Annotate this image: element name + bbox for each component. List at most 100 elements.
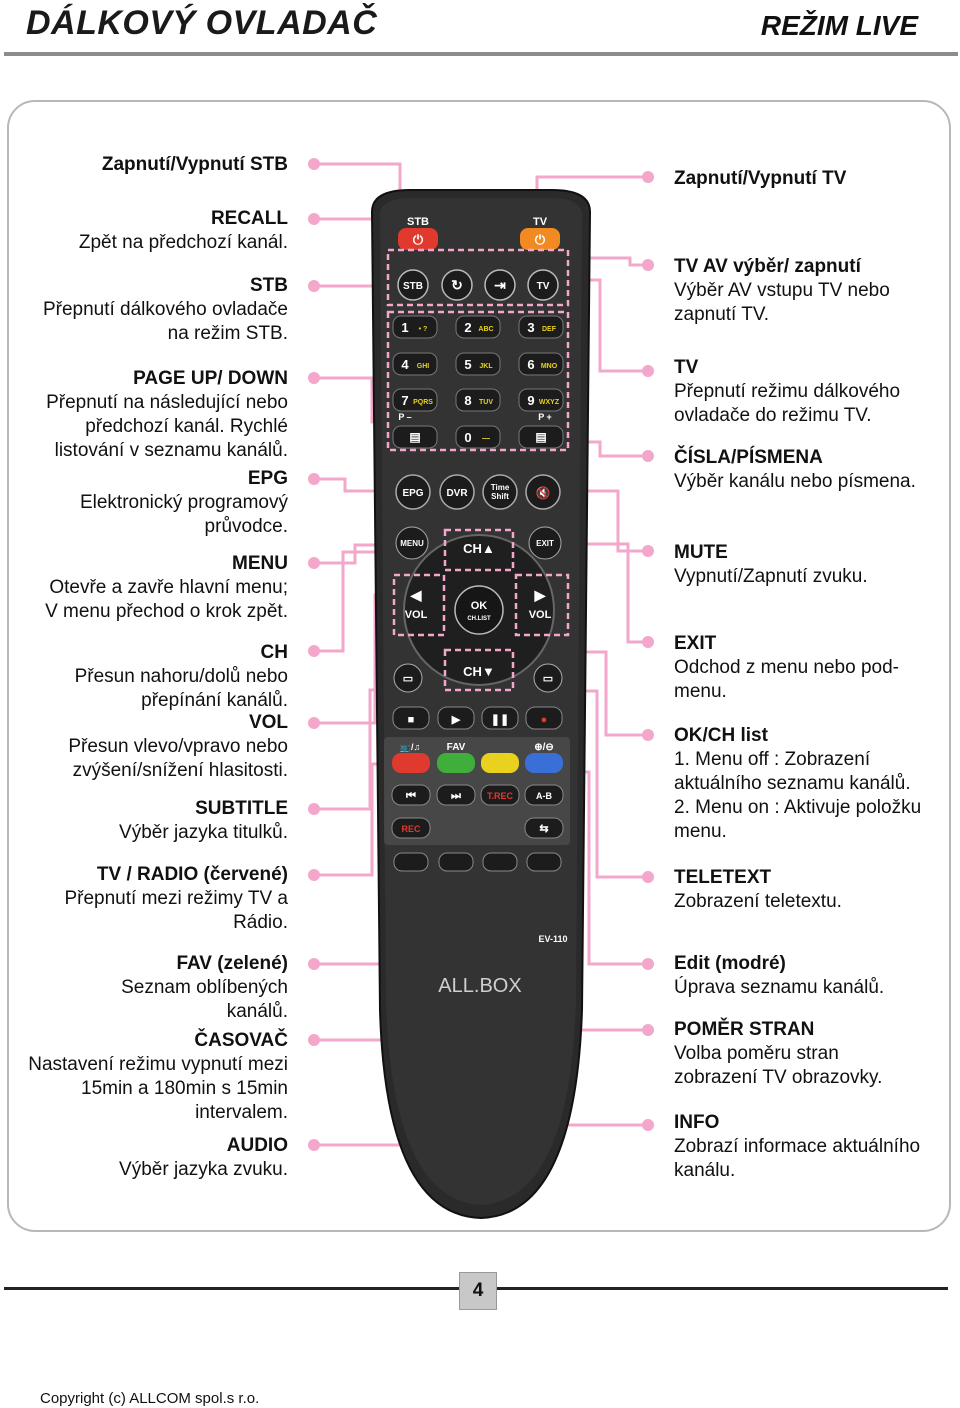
digit-label: 6 — [527, 357, 534, 372]
callout-description-line: menu. — [674, 821, 727, 842]
callout-description-line: Rádio. — [233, 912, 288, 933]
digit-button — [392, 315, 438, 339]
ch-up-highlight — [443, 528, 515, 572]
vol-right-icon: ▶ — [534, 587, 547, 603]
rec-button — [391, 817, 431, 839]
callout-heading: VOL — [248, 712, 288, 733]
digit-letters: MNO — [541, 363, 558, 370]
page-down-button — [392, 425, 438, 449]
callout-description-line: Seznam oblíbených — [121, 977, 288, 998]
callout-heading: RECALL — [210, 208, 288, 229]
digit-letters: WXYZ — [539, 399, 560, 406]
callout-heading: TV AV výběr/ zapnutí — [674, 256, 861, 277]
callout-description-line: zobrazení TV obrazovky. — [674, 1067, 883, 1088]
lower-button — [480, 784, 520, 806]
callout-description-line: 1. Menu off : Zobrazení — [674, 749, 871, 770]
right-connector-dot — [642, 450, 654, 462]
extra-button — [393, 852, 429, 872]
mode-row-highlight — [386, 248, 570, 307]
stb-power-label: STB — [407, 216, 429, 228]
exit-label: EXIT — [536, 539, 554, 548]
mode-button — [484, 269, 516, 301]
page-title: DÁLKOVÝ OVLADAČ — [26, 4, 378, 42]
model-label: EV-110 — [538, 934, 567, 944]
page-down-label: P – — [398, 412, 411, 422]
copyright-text: Copyright (c) ALLCOM spol.s r.o. — [40, 1390, 260, 1407]
callout-heading: INFO — [674, 1112, 720, 1133]
vol-left-highlight — [392, 573, 446, 637]
lower-panel — [384, 737, 570, 845]
tv-radio-button — [392, 753, 430, 773]
ab-label: A-B — [536, 791, 552, 801]
playback-button — [481, 706, 519, 730]
callout-description-line: Odchod z menu nebo pod- — [674, 657, 899, 678]
left-connector-line — [314, 477, 398, 493]
page-up-label: P + — [538, 412, 552, 422]
callout-description-line: Úprava seznamu kanálů. — [674, 977, 885, 998]
callout-description-line: Přepnutí dálkového ovladače — [42, 299, 288, 320]
right-connector-dot — [642, 729, 654, 741]
callout-description-line: listování v seznamu kanálů. — [54, 440, 288, 461]
left-connector-dot — [308, 372, 320, 384]
exit-button — [528, 526, 562, 560]
callout-description-line: Zobrazení teletextu. — [674, 891, 842, 912]
callout-description-line: Výběr kanálu nebo písmena. — [674, 471, 916, 492]
right-callout-1: Zapnutí/Vypnutí TV — [674, 167, 846, 191]
callout-heading: MENU — [232, 553, 288, 574]
timeshift-label: Time — [491, 483, 510, 492]
left-connector-dot — [308, 717, 320, 729]
record-icon: ● — [541, 714, 548, 726]
right-connector-dot — [642, 365, 654, 377]
callout-heading: TV — [674, 357, 699, 378]
header-rule — [4, 52, 958, 56]
callout-description-line: Přepnutí mezi režimy TV a — [64, 888, 288, 909]
stop-icon: ■ — [408, 714, 415, 726]
callout-description-line: zapnutí TV. — [674, 304, 770, 325]
digit-label: 7 — [401, 393, 408, 408]
brand-logo: ALL.BOX — [438, 975, 521, 997]
callout-heading: POMĚR STRAN — [674, 1019, 815, 1040]
content-frame — [7, 100, 951, 1232]
callout-description-line: kanálů. — [226, 1001, 288, 1022]
left-connector-dot — [308, 1034, 320, 1046]
ch-down-label: CH▼ — [463, 664, 495, 679]
digit-letters: TUV — [479, 399, 493, 406]
callout-heading: Edit (modré) — [674, 953, 786, 974]
callout-heading: Zapnutí/Vypnutí TV — [674, 168, 847, 189]
digit-letters: ABC — [478, 326, 493, 333]
page-up-button — [518, 425, 564, 449]
prev-icon: ⏮ — [406, 790, 416, 802]
vol-right-label: VOL — [529, 609, 552, 621]
tv-power-button — [520, 228, 560, 250]
callout-heading: FAV (zelené) — [176, 953, 288, 974]
digit-button — [518, 388, 564, 412]
ch-up-label: CH▲ — [463, 541, 495, 556]
lower-button — [436, 784, 476, 806]
repeat-button — [524, 817, 564, 839]
right-connector-dot — [642, 1024, 654, 1036]
digit-button — [518, 315, 564, 339]
digit-label: 0 — [464, 430, 471, 445]
list-icon: ▤ — [409, 430, 420, 444]
right-connector-dot — [642, 171, 654, 183]
digit-button — [518, 352, 564, 376]
digit-label: 3 — [527, 320, 534, 335]
callout-heading: TV / RADIO (červené) — [96, 864, 288, 885]
callout-description-line: na režim STB. — [167, 323, 288, 344]
left-connector-dot — [308, 1139, 320, 1151]
left-connector-dot — [308, 473, 320, 485]
mute-icon: 🔇 — [536, 486, 551, 500]
ok-label: OK — [471, 600, 488, 612]
callout-description-line: Vypnutí/Zapnutí zvuku. — [674, 566, 868, 587]
digit-letters: JKL — [479, 363, 493, 370]
callout-description-line: aktuálního seznamu kanálů. — [674, 773, 911, 794]
